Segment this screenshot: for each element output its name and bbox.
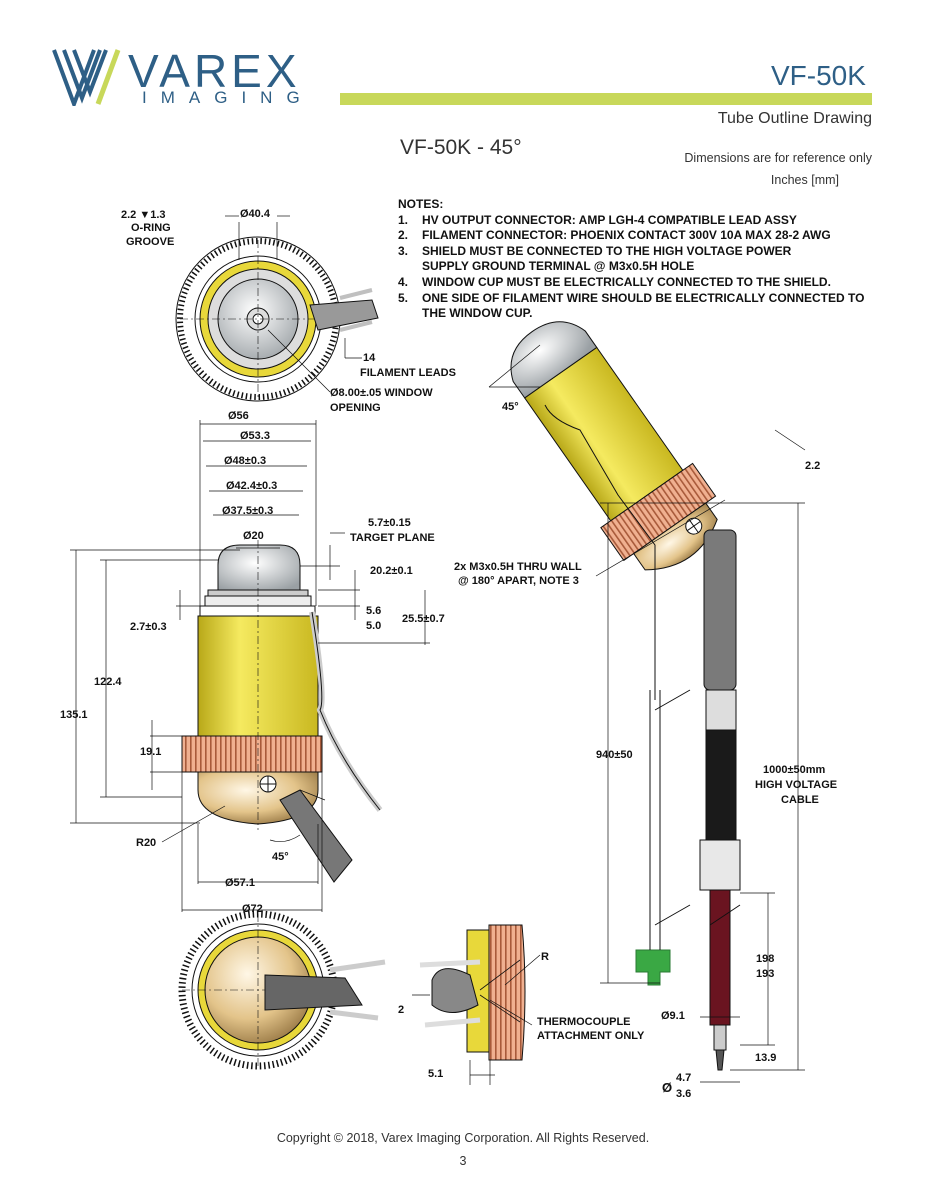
note-number: 5. <box>398 290 409 305</box>
dim-5-1: 5.1 <box>428 1068 444 1080</box>
dim-135-1: 135.1 <box>60 709 88 721</box>
note-text: HV OUTPUT CONNECTOR: AMP LGH-4 COMPATIBL… <box>422 212 797 227</box>
dim-diameter-53-3: Ø53.3 <box>240 430 270 442</box>
bottom-view <box>178 910 386 1070</box>
oring-label-line3: GROOVE <box>126 236 175 248</box>
note-text: SHIELD MUST BE CONNECTED TO THE HIGH VOL… <box>422 243 792 274</box>
dim-5-0: 5.0 <box>366 620 382 632</box>
dim-122-4: 122.4 <box>94 676 122 688</box>
dim-198: 198 <box>756 953 775 965</box>
angled-assembly <box>488 321 806 1083</box>
dim-5-6: 5.6 <box>366 605 382 617</box>
diameter-symbol: Ø <box>662 1080 673 1095</box>
dim-diameter-9-1: Ø9.1 <box>661 1010 685 1022</box>
dim-diameter-40-4: Ø40.4 <box>240 208 270 220</box>
varex-logo-mark <box>52 49 121 106</box>
hv-cable-label-line3: CABLE <box>781 794 819 806</box>
thermocouple-label-line1: THERMOCOUPLE <box>537 1016 631 1028</box>
window-label-line2: OPENING <box>330 402 381 414</box>
note-number: 3. <box>398 243 409 258</box>
dim-25-5: 25.5±0.7 <box>402 613 445 625</box>
side-view <box>70 420 430 912</box>
window-label-line1: Ø8.00±.05 WINDOW <box>330 387 433 399</box>
oring-label-line2: O-RING <box>131 222 171 234</box>
model-title: VF-50K <box>771 60 866 91</box>
angle-45-bottom: 45° <box>272 851 289 863</box>
dim-3-6: 3.6 <box>676 1088 692 1100</box>
angle-45-right: 45° <box>502 401 519 413</box>
target-plane-dim: 5.7±0.15 <box>368 517 411 529</box>
header-accent-bar <box>340 93 872 105</box>
note-number: 1. <box>398 212 409 227</box>
dim-diameter-48: Ø48±0.3 <box>224 455 267 467</box>
dim-r20: R20 <box>136 837 157 849</box>
dim-diameter-20: Ø20 <box>243 530 264 542</box>
note-item: 4. WINDOW CUP MUST BE ELECTRICALLY CONNEC… <box>398 275 868 291</box>
page-number: 3 <box>459 1154 467 1168</box>
note-item: 2. FILAMENT CONNECTOR: PHOENIX CONTACT 30… <box>398 228 868 244</box>
note-item: 1. HV OUTPUT CONNECTOR: AMP LGH-4 COMPATI… <box>398 213 868 229</box>
thermocouple-label-line2: ATTACHMENT ONLY <box>537 1030 645 1042</box>
dim-20-2: 20.2±0.1 <box>370 565 413 577</box>
note-number: 4. <box>398 274 409 289</box>
note-text: FILAMENT CONNECTOR: PHOENIX CONTACT 300V… <box>422 228 831 243</box>
notes-block: NOTES: 1. HV OUTPUT CONNECTOR: AMP LGH-4 … <box>398 197 868 322</box>
hv-cable-label-line2: HIGH VOLTAGE <box>755 779 838 791</box>
dim-diameter-57-1: Ø57.1 <box>225 877 255 889</box>
top-view <box>175 215 379 402</box>
drawing-subtitle: Tube Outline Drawing <box>717 110 872 127</box>
dim-2-2: 2.2 <box>805 460 821 472</box>
dim-13-9: 13.9 <box>755 1052 777 1064</box>
dim-diameter-72: Ø72 <box>242 903 263 915</box>
dim-diameter-37-5: Ø37.5±0.3 <box>222 505 274 517</box>
note-item: 5. ONE SIDE OF FILAMENT WIRE SHOULD BE EL… <box>398 291 868 322</box>
logo-wordmark: VAREX <box>128 45 301 97</box>
logo-subtext: IMAGING <box>142 88 314 107</box>
m3-hole-label-line2: @ 180° APART, NOTE 3 <box>458 575 579 587</box>
dim-4-7: 4.7 <box>676 1072 692 1084</box>
thermocouple-detail <box>412 924 541 1085</box>
m3-hole-label-line1: 2x M3x0.5H THRU WALL <box>454 561 582 573</box>
dim-r: R <box>541 951 549 963</box>
note-item: 3. SHIELD MUST BE CONNECTED TO THE HIGH V… <box>398 244 838 275</box>
oring-label-line1: 2.2 ▼1.3 <box>121 209 166 221</box>
copyright-footer: Copyright © 2018, Varex Imaging Corporat… <box>276 1131 650 1145</box>
drawing-title: VF-50K - 45° <box>400 136 522 159</box>
dim-940: 940±50 <box>596 749 633 761</box>
dim-2: 2 <box>398 1004 405 1016</box>
note-text: WINDOW CUP MUST BE ELECTRICALLY CONNECTE… <box>422 274 831 289</box>
note-text: ONE SIDE OF FILAMENT WIRE SHOULD BE ELEC… <box>422 290 865 321</box>
units-note: Inches [mm] <box>770 173 839 187</box>
target-plane-label: TARGET PLANE <box>350 532 435 544</box>
filament-leads-label: FILAMENT LEADS <box>360 367 456 379</box>
dim-193: 193 <box>756 968 775 980</box>
dim-diameter-56: Ø56 <box>228 410 249 422</box>
dim-14: 14 <box>363 352 376 364</box>
dim-diameter-42-4: Ø42.4±0.3 <box>226 480 278 492</box>
note-number: 2. <box>398 228 409 243</box>
hv-cable-label-line1: 1000±50mm <box>763 764 826 776</box>
dim-2-7: 2.7±0.3 <box>130 621 167 633</box>
reference-note: Dimensions are for reference only <box>684 151 872 165</box>
notes-heading: NOTES: <box>398 197 444 211</box>
dim-19-1: 19.1 <box>140 746 162 758</box>
